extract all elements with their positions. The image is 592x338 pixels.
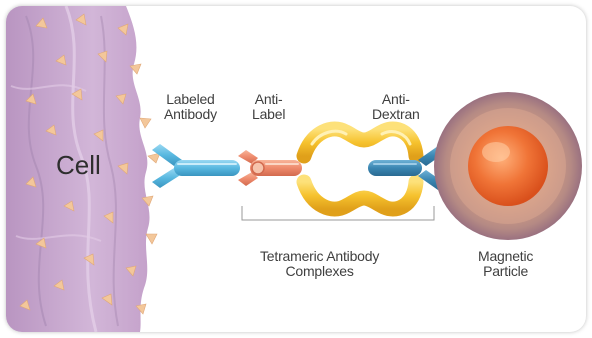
anti-label-label: Anti- Label: [252, 92, 285, 122]
magnetic-particle: [434, 92, 582, 240]
anti-dextran-label: Anti- Dextran: [372, 92, 420, 122]
tetrameric-complexes-label: Tetrameric Antibody Complexes: [260, 249, 379, 279]
magnetic-particle-label: Magnetic Particle: [478, 249, 533, 279]
anti-label-antibody: [238, 150, 302, 186]
diagram-frame: Cell Labeled Antibody Anti- Label Anti- …: [6, 6, 586, 332]
labeled-antibody: [152, 144, 240, 188]
labeled-antibody-label: Labeled Antibody: [164, 92, 217, 122]
cell-label: Cell: [56, 151, 101, 179]
